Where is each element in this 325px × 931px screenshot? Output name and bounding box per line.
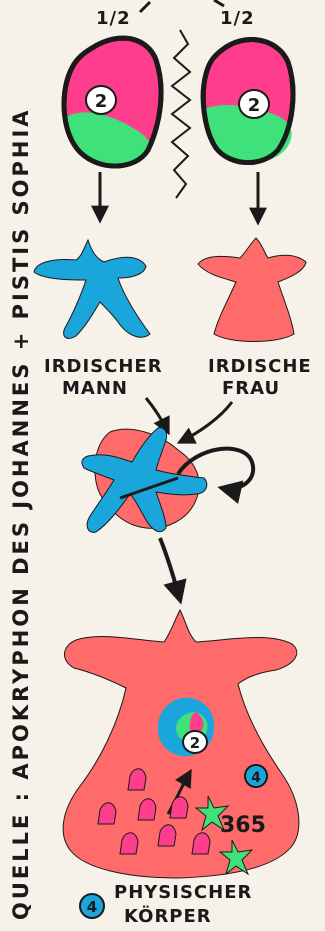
top-right-pointer (214, 0, 224, 6)
soul-blob-left: 2 (64, 38, 161, 168)
top-left-fraction: 1/2 (96, 8, 131, 29)
side-caption: QUELLE : APOKRYPHON DES JOHANNES + PISTI… (9, 107, 33, 920)
salmon-figure-woman (198, 238, 306, 342)
soul-blob-right: 2 (203, 40, 293, 163)
left-label-line1: IRDISCHER (44, 356, 163, 377)
left-label-line2: MANN (62, 378, 128, 399)
union-figure (82, 428, 207, 533)
body-soul-badge: 2 (190, 734, 200, 752)
body-count-365: 365 (220, 813, 266, 838)
legend-line1: PHYSISCHER (114, 882, 252, 903)
legend-badge: 4 (87, 898, 97, 916)
top-left-pointer (140, 2, 150, 12)
top-right-fraction: 1/2 (220, 8, 255, 29)
legend-line2: KÖRPER (124, 905, 212, 927)
body-physical-badge: 4 (251, 770, 261, 786)
right-label-line1: IRDISCHE (208, 356, 312, 377)
zigzag-separator (172, 30, 190, 198)
arrow-woman-to-union (180, 402, 232, 442)
arrow-union-to-body (160, 538, 180, 600)
blue-figure-man (34, 240, 150, 338)
right-label-line2: FRAU (222, 378, 280, 399)
arrow-man-to-union (146, 398, 168, 432)
soul-badge-right: 2 (248, 95, 261, 116)
soul-badge-left: 2 (95, 91, 108, 112)
